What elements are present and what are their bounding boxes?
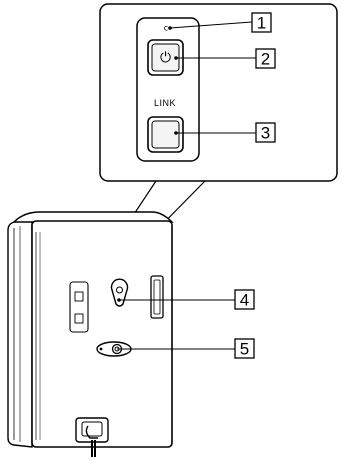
detail-panel: c ⏻ LINK 1 2	[99, 3, 338, 182]
keyhole-mount	[110, 278, 129, 307]
detail-panel-frame	[99, 3, 338, 182]
link-button-inner	[151, 120, 180, 149]
speaker-back-panel	[31, 220, 173, 448]
callout-5-number: 5	[240, 340, 249, 359]
callout-4-box	[234, 289, 255, 310]
power-icon: ⏻	[160, 50, 171, 66]
body-link-button	[74, 313, 84, 324]
callout-2-box	[255, 48, 276, 69]
link-label: LINK	[154, 98, 176, 108]
callout-5: 5	[117, 338, 255, 359]
callout-2: 2	[174, 48, 276, 69]
body-power-button	[74, 291, 84, 302]
link-button[interactable]	[147, 116, 184, 153]
callout-1: 1	[168, 12, 272, 33]
callout-1-box	[251, 12, 272, 33]
body-control-strip	[69, 281, 89, 333]
speaker-top	[12, 211, 174, 223]
led-indicator-icon: c	[164, 24, 168, 33]
callout-3: 3	[174, 122, 276, 143]
power-cable-connector	[75, 417, 109, 457]
callout-3-number: 3	[261, 124, 270, 143]
speaker-body	[7, 211, 174, 457]
callout-4: 4	[117, 289, 255, 310]
callout-5-box	[234, 338, 255, 359]
callout-4-number: 4	[240, 291, 249, 310]
callout-1-number: 1	[257, 14, 266, 33]
callout-2-number: 2	[261, 50, 270, 69]
callout-3-box	[255, 122, 276, 143]
